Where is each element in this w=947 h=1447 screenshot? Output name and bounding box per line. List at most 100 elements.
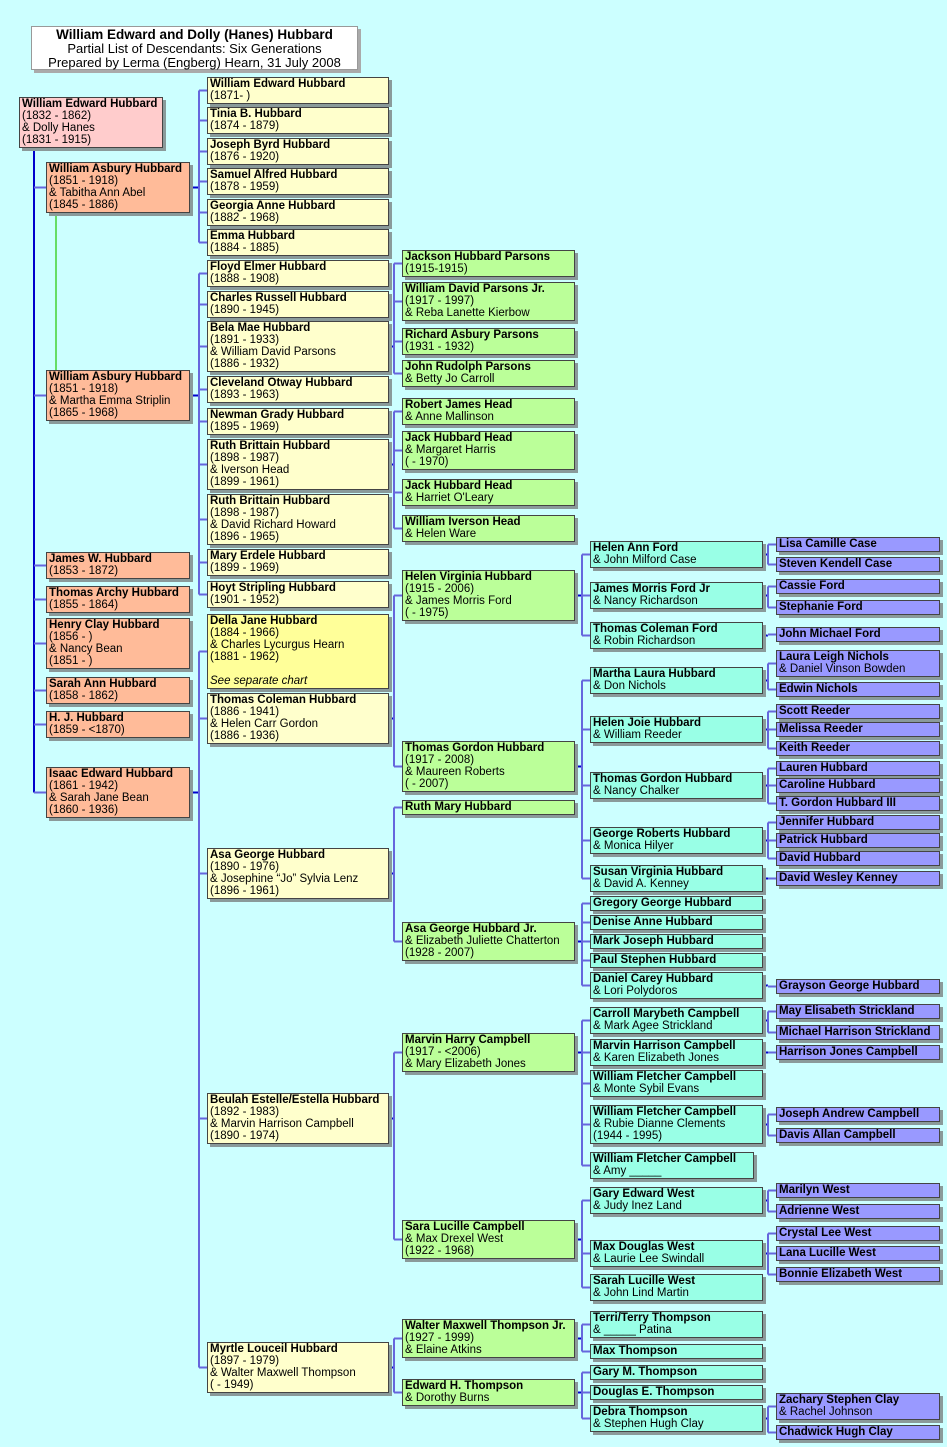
person-name: Harrison Jones Campbell [779, 1046, 918, 1058]
person-detail: (1898 - 1987) [210, 507, 280, 519]
person-box-gen6: Harrison Jones Campbell [776, 1045, 940, 1060]
person-box-gen4: Ruth Mary Hubbard [402, 800, 575, 815]
person-detail: & Anne Mallinson [405, 411, 494, 423]
person-detail: (1858 - 1862) [49, 690, 119, 702]
person-detail: (1899 - 1969) [210, 562, 280, 574]
person-name: Joseph Byrd Hubbard [210, 139, 331, 151]
person-name: Grayson George Hubbard [779, 980, 920, 992]
person-box-gen2: Sarah Ann Hubbard(1858 - 1862) [46, 677, 190, 704]
person-name: T. Gordon Hubbard III [779, 797, 896, 809]
chart-title: William Edward and Dolly (Hanes) Hubbard [56, 27, 333, 42]
person-box-gen3: Ruth Brittain Hubbard(1898 - 1987)& Iver… [207, 439, 389, 490]
person-name: David Hubbard [779, 852, 861, 864]
person-detail: (1915 - 2006) [405, 583, 475, 595]
person-detail: & Robin Richardson [593, 635, 696, 647]
person-box-gen6: T. Gordon Hubbard III [776, 796, 940, 811]
person-name: Richard Asbury Parsons [405, 329, 539, 341]
person-box-gen5: George Roberts Hubbard& Monica Hilyer [590, 827, 763, 854]
person-detail: & Betty Jo Carroll [405, 373, 495, 385]
person-name: William Fletcher Campbell [593, 1071, 737, 1083]
person-box-gen4: John Rudolph Parsons& Betty Jo Carroll [402, 360, 575, 387]
person-detail: & Harriet O'Leary [405, 492, 494, 504]
person-box-gen6: Patrick Hubbard [776, 833, 940, 848]
person-detail: (1886 - 1932) [210, 358, 280, 370]
person-name: Patrick Hubbard [779, 834, 868, 846]
person-detail: & Nancy Chalker [593, 785, 680, 797]
person-detail: & Laurie Lee Swindall [593, 1253, 705, 1265]
person-detail: & Helen Carr Gordon [210, 718, 319, 730]
person-box-gen5: Max Thompson [590, 1344, 763, 1359]
person-box-gen6: Lana Lucille West [776, 1246, 940, 1261]
person-detail: & Karen Elizabeth Jones [593, 1052, 719, 1064]
person-box-gen6: Keith Reeder [776, 741, 940, 756]
person-name: Laura Leigh Nichols [779, 651, 889, 663]
person-name: Paul Stephen Hubbard [593, 954, 717, 966]
person-name: Tinia B. Hubbard [210, 108, 302, 120]
person-box-gen6: Bonnie Elizabeth West [776, 1267, 940, 1282]
person-box-gen3: Joseph Byrd Hubbard(1876 - 1920) [207, 138, 389, 165]
person-detail: & Elaine Atkins [405, 1344, 482, 1356]
person-detail: (1871- ) [210, 90, 251, 102]
person-name: William Iverson Head [405, 516, 521, 528]
person-detail: (1895 - 1969) [210, 421, 280, 433]
person-detail: (1886 - 1941) [210, 706, 280, 718]
person-name: Lana Lucille West [779, 1247, 876, 1259]
person-box-gen5: Gary Edward West& Judy Inez Land [590, 1187, 763, 1214]
person-detail: & Amy _____ [593, 1165, 662, 1177]
person-name: Samuel Alfred Hubbard [210, 169, 338, 181]
person-box-gen4: Walter Maxwell Thompson Jr.(1927 - 1999)… [402, 1319, 575, 1358]
person-name: Douglas E. Thompson [593, 1386, 715, 1398]
person-box-gen5: Daniel Carey Hubbard& Lori Polydoros [590, 972, 763, 999]
person-detail: & Rubie Dianne Clements [593, 1118, 726, 1130]
person-box-gen3: Bela Mae Hubbard(1891 - 1933)& William D… [207, 321, 389, 372]
person-box-gen6: Joseph Andrew Campbell [776, 1107, 940, 1122]
person-detail: ( - 1975) [405, 607, 449, 619]
person-box-gen5: Martha Laura Hubbard& Don Nichols [590, 667, 763, 694]
person-detail: (1890 - 1974) [210, 1130, 280, 1142]
person-detail: & William Reeder [593, 729, 682, 741]
person-detail: (1886 - 1936) [210, 730, 280, 742]
person-box-gen3: Thomas Coleman Hubbard(1886 - 1941)& Hel… [207, 693, 389, 744]
person-name: John Michael Ford [779, 628, 881, 640]
person-name: Edward H. Thompson [405, 1380, 524, 1392]
person-box-gen5: James Morris Ford Jr& Nancy Richardson [590, 582, 763, 609]
person-note: See separate chart [210, 675, 308, 687]
person-box-gen4: Sara Lucille Campbell& Max Drexel West(1… [402, 1220, 575, 1259]
person-detail: (1865 - 1968) [49, 407, 119, 419]
person-box-gen4: Jackson Hubbard Parsons(1915-1915) [402, 250, 575, 277]
person-detail: (1851 - 1918) [49, 175, 119, 187]
person-name: Marvin Harry Campbell [405, 1034, 531, 1046]
person-name: Martha Laura Hubbard [593, 668, 716, 680]
person-name: Ruth Mary Hubbard [405, 801, 512, 813]
person-name: Chadwick Hugh Clay [779, 1426, 893, 1438]
person-detail: & Mary Elizabeth Jones [405, 1058, 526, 1070]
person-name: William Fletcher Campbell [593, 1106, 737, 1118]
person-detail: ( - 1970) [405, 456, 449, 468]
person-box-gen6: John Michael Ford [776, 627, 940, 642]
person-name: Della Jane Hubbard [210, 615, 318, 627]
person-name: Davis Allan Campbell [779, 1129, 896, 1141]
person-box-gen3: Asa George Hubbard(1890 - 1976)& Josephi… [207, 848, 389, 899]
person-detail: (1890 - 1945) [210, 304, 280, 316]
person-name: Stephanie Ford [779, 601, 863, 613]
person-name: Daniel Carey Hubbard [593, 973, 714, 985]
spacer [210, 663, 386, 675]
person-detail: (1897 - 1979) [210, 1355, 280, 1367]
person-name: John Rudolph Parsons [405, 361, 531, 373]
person-detail: & Daniel Vinson Bowden [779, 663, 906, 675]
person-name: Max Thompson [593, 1345, 678, 1357]
person-name: Helen Joie Hubbard [593, 717, 701, 729]
person-detail: (1890 - 1976) [210, 861, 280, 873]
person-name: George Roberts Hubbard [593, 828, 731, 840]
person-detail: & Reba Lanette Kierbow [405, 307, 530, 319]
person-name: Cleveland Otway Hubbard [210, 377, 353, 389]
person-detail: (1878 - 1959) [210, 181, 280, 193]
person-name: Thomas Gordon Hubbard [405, 742, 545, 754]
person-box-gen3: Hoyt Stripling Hubbard(1901 - 1952) [207, 581, 389, 608]
person-detail: & Margaret Harris [405, 444, 496, 456]
person-name: May Elisabeth Strickland [779, 1005, 915, 1017]
person-box-gen5: Susan Virginia Hubbard& David A. Kenney [590, 865, 763, 892]
person-name: Georgia Anne Hubbard [210, 200, 336, 212]
person-detail: (1831 - 1915) [22, 134, 92, 146]
